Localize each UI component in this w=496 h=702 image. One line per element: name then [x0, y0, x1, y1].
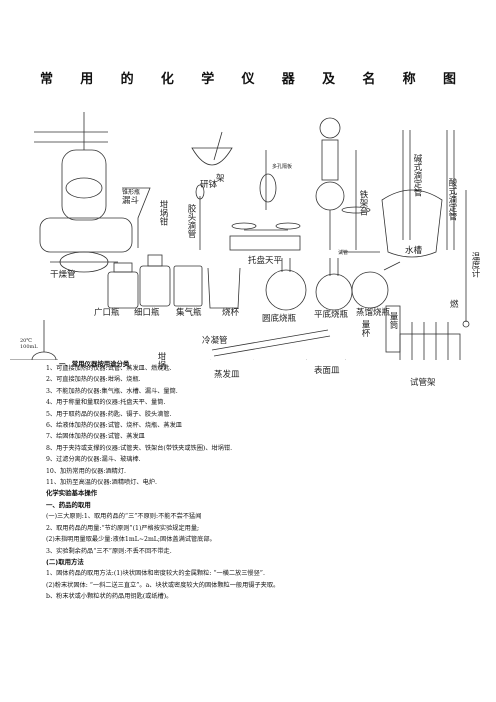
title-char: 及	[322, 72, 336, 87]
section-heading: 化学实验基本操作	[46, 489, 98, 498]
rule-line-b: 2、取用药品的用量:“节约原则”(1)严格按实验规定用量;	[46, 524, 200, 532]
classify-item: 3、不能加热的仪器:集气瓶、水槽、漏斗、量筒.	[46, 387, 178, 395]
label-funnel: 漏斗	[122, 196, 140, 206]
classify-item: 6、给液体加热的仪器:试管、烧杯、烧瓶、蒸发皿	[46, 422, 182, 430]
label-evap-dish: 蒸发皿	[214, 370, 240, 380]
classify-item: 10、加热常用的仪器:酒精灯.	[46, 467, 126, 475]
classify-item: 7、给固体加热的仪器:试管、蒸发皿	[46, 433, 145, 441]
label-crucible: 坩埚	[156, 352, 166, 369]
classify-item: 4、用于称量和量取的仪器:托盘天平、量筒.	[46, 399, 166, 407]
title-char: 用	[80, 72, 94, 87]
title-char: 器	[281, 72, 295, 87]
title-char: 的	[120, 72, 134, 87]
label-porous-plate: 多孔隔板	[272, 164, 293, 170]
rule-line-c: (2)未指明用量取最少量:液体1mL~2mL;固体盖满试管底部。	[46, 536, 216, 544]
label-thermometer: 温度计	[470, 252, 480, 278]
title-char: 仪	[241, 72, 255, 87]
method-line-b: (2)粉末状固体: “一斜二送三直立”。a、块状或密度较大的固体颗粒一般用镊子夹…	[46, 581, 280, 589]
label-base-burette: 碱式滴定管	[412, 154, 422, 197]
label-gas-bottle: 集气瓶	[176, 308, 202, 318]
label-round-flask: 锥形瓶	[122, 189, 141, 196]
label-beaker: 烧杯	[222, 308, 240, 318]
classify-item: 2、可直接加热的仪器:坩埚、烧瓶.	[46, 376, 141, 384]
label-crucible-tongs: 坩埚钳	[158, 200, 168, 226]
title-char: 名	[362, 72, 376, 87]
classify-list: 1、可直接加热的仪器:试管、蒸发皿、燃烧匙. 2、可直接加热的仪器:坩埚、烧瓶. 3…	[46, 363, 466, 488]
label-dryer: 干燥管	[50, 270, 76, 280]
method-line-c: b、粉末状或小颗粒状的药品用钥匙(或纸槽)。	[46, 593, 173, 601]
sub-heading-2: (二)取用方法	[46, 557, 84, 566]
method-line-a: 1、固体药品的取用方法:(1)块状固体和密度较大的金属颗粒: “一横二放三慢竖”…	[46, 570, 265, 578]
rule-line-d: 3、实验剩余药品“三不”原则:不丢不回不带走.	[46, 547, 172, 555]
label-test-tube: 试管	[338, 250, 349, 256]
title-char: 常	[40, 72, 54, 87]
label-mortar: 研钵	[200, 180, 218, 190]
label-tube-rack: 试管架	[410, 378, 436, 388]
classify-item: 11、加热至高温的仪器:酒精喷灯、电炉.	[46, 479, 157, 487]
title-char: 称	[402, 72, 416, 87]
rule-line-a: (一)三大原则:1、取用药品的“三”不原则:不能不尝不猛闻	[46, 513, 202, 521]
label-burner: 燃	[450, 300, 459, 310]
label-stand: 架	[216, 174, 225, 184]
label-acid-burette: 酸式滴定管	[447, 178, 457, 221]
classify-item: 8、用于夹持或支撑的仪器:试管夹、铁架台(带铁夹或铁圈)、坩埚钳.	[46, 444, 233, 452]
classify-item: 1、可直接加热的仪器:试管、蒸发皿、燃烧匙.	[46, 365, 172, 372]
label-round-bottom: 圆底烧瓶	[262, 314, 297, 324]
label-narrow-bottle: 细口瓶	[134, 308, 160, 318]
label-measure-cyl: 量筒	[388, 312, 398, 329]
label-vol-flask-mark: 20℃ 100mL	[20, 338, 38, 350]
label-wide-bottle: 广口瓶	[94, 308, 120, 318]
label-distill-flask: 蒸馏烧瓶	[356, 308, 391, 318]
label-flat-bottom: 平底烧瓶	[314, 310, 349, 320]
classify-item: 5、用于取药品的仪器:药匙、镊子、胶头滴管.	[46, 410, 172, 418]
label-measure-cup: 量杯	[360, 320, 370, 337]
label-condenser: 冷凝管	[202, 336, 228, 346]
instrument-illustration	[10, 112, 470, 360]
page-title: 常用的化学仪器及名称图	[40, 68, 456, 87]
label-iron-stand: 铁架台	[358, 190, 368, 216]
classify-item: 9、过滤分离的仪器:漏斗、玻璃棒.	[46, 456, 141, 464]
title-char: 化	[160, 72, 174, 87]
label-dropper: 胶头滴管	[186, 204, 196, 238]
label-sink: 水槽	[405, 246, 423, 256]
label-watch-glass: 表面皿	[314, 366, 340, 376]
title-char: 学	[201, 72, 215, 87]
classify-heading: 一、常用仪器按用途分类	[58, 359, 131, 368]
title-char: 图	[442, 72, 456, 87]
label-balance: 托盘天平	[248, 256, 283, 266]
sub-heading-1: 一、药品的取用	[46, 500, 91, 509]
text-block: 1、可直接加热的仪器:试管、蒸发皿、燃烧匙. 2、可直接加热的仪器:坩埚、烧瓶. 3…	[46, 354, 466, 603]
